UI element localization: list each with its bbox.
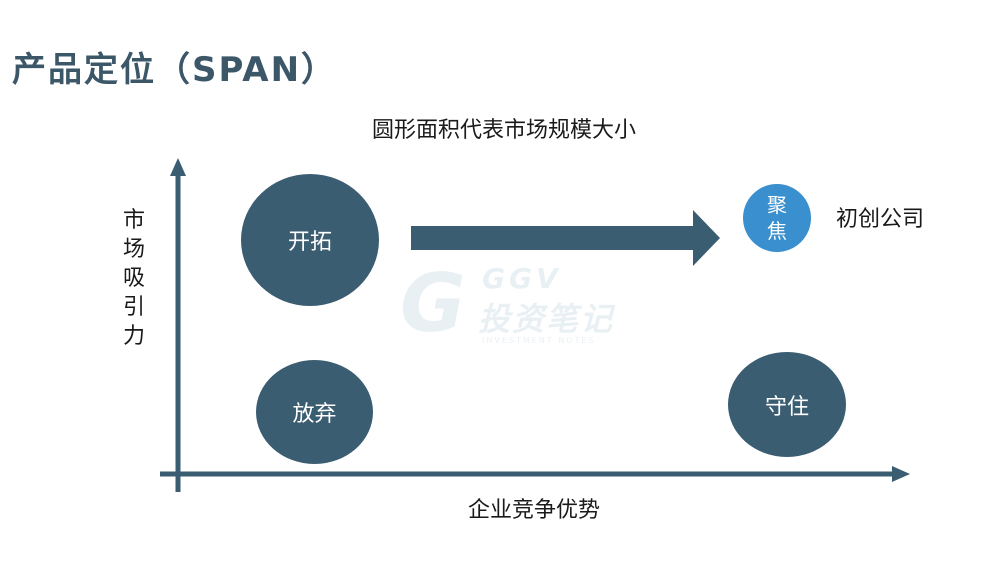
quadrant-label-focus-1: 聚 [767, 193, 787, 217]
y-axis-char: 吸 [122, 266, 145, 291]
y-axis-label: 市 场 吸 引 力 [120, 206, 148, 351]
watermark-name-en: INVESTMENT NOTES [482, 336, 596, 345]
y-axis-char: 引 [122, 295, 145, 320]
quadrant-label-defend: 守住 [764, 394, 809, 420]
quadrant-circle-defend: 守住 [728, 352, 846, 457]
page-title: 产品定位（SPAN） [12, 50, 338, 90]
watermark-brand: GGV [482, 262, 562, 295]
quadrant-label-explore: 开拓 [287, 230, 332, 255]
y-axis-char: 场 [122, 237, 145, 262]
y-axis-char: 力 [122, 324, 145, 349]
y-axis-arrowhead [170, 158, 186, 176]
watermark-name-cn: 投资笔记 [478, 300, 615, 338]
diagram-subtitle: 圆形面积代表市场规模大小 [372, 118, 637, 143]
quadrant-label-focus-2: 焦 [767, 219, 787, 243]
y-axis-char: 市 [122, 208, 145, 233]
quadrant-circle-explore: 开拓 [241, 174, 379, 306]
quadrant-circle-focus: 聚 焦 [743, 184, 811, 252]
quadrant-label-abandon: 放弃 [292, 402, 337, 427]
transition-arrow [411, 210, 720, 266]
watermark-g-icon: G [400, 257, 466, 350]
watermark-logo: G GGV 投资笔记 INVESTMENT NOTES [400, 262, 630, 352]
x-axis-label: 企业竞争优势 [468, 498, 601, 523]
startup-note: 初创公司 [836, 207, 925, 232]
x-axis-arrowhead [892, 466, 910, 482]
quadrant-circle-abandon: 放弃 [256, 360, 373, 464]
